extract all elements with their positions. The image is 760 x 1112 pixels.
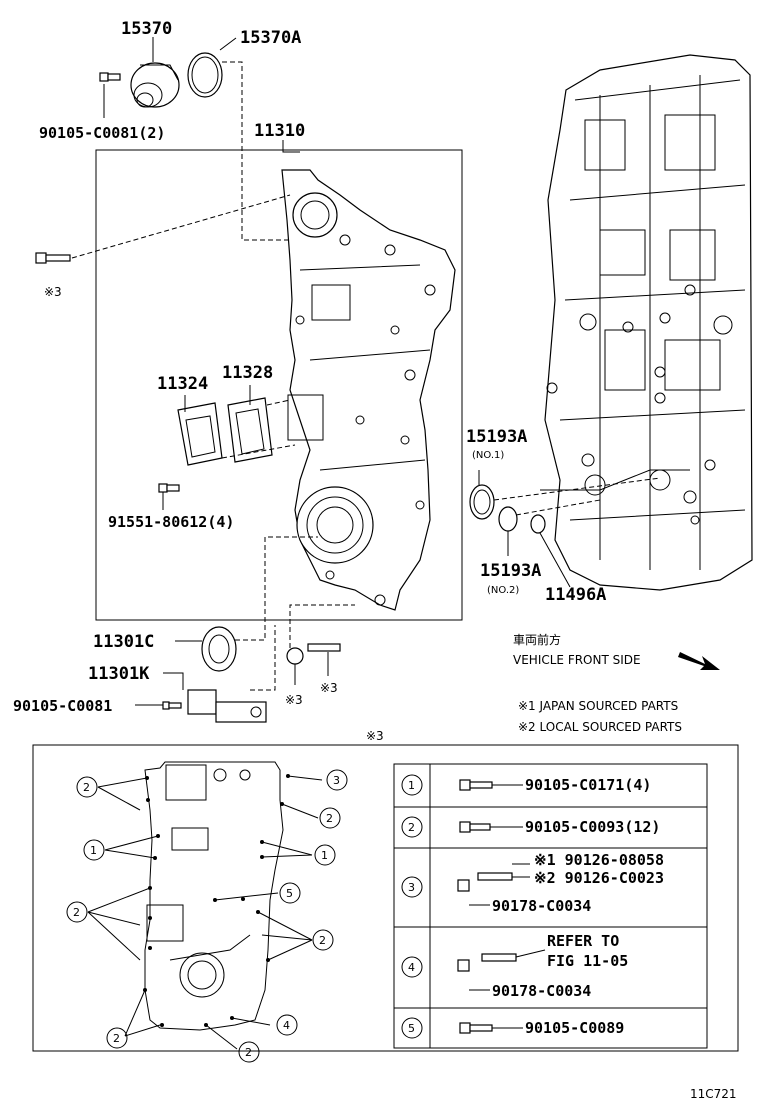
callout-number: 1 xyxy=(321,849,328,862)
table-part-number: FIG 11-05 xyxy=(547,952,628,970)
gasket-11324 xyxy=(177,402,223,466)
label-15370: 15370 xyxy=(121,19,172,39)
table-row-number: 3 xyxy=(408,881,415,894)
stud-note3 xyxy=(307,643,341,652)
label-no2: (NO.2) xyxy=(487,585,519,596)
callout-circle xyxy=(66,901,88,923)
nut-icon xyxy=(457,959,470,972)
table-part-number: 90105-C0093(12) xyxy=(525,818,660,836)
legend-local-sourced: ※2 LOCAL SOURCED PARTS xyxy=(518,720,682,734)
callout-circle xyxy=(314,844,336,866)
stud-icon xyxy=(477,872,513,881)
callout-circle xyxy=(106,1027,128,1049)
bolt-left-note3 xyxy=(35,252,71,264)
label-15193a-2: 15193A xyxy=(480,561,541,581)
table-row-number-circle xyxy=(401,956,423,978)
callout-circle xyxy=(279,882,301,904)
table-row-number-circle xyxy=(401,816,423,838)
table-row-number: 2 xyxy=(408,821,415,834)
label-11328: 11328 xyxy=(222,363,273,383)
bolt-90105-c0081 xyxy=(162,701,182,710)
table-row-number: 5 xyxy=(408,1022,415,1035)
table-part-number: 90105-C0089 xyxy=(525,1019,624,1037)
label-note3-nut: ※3 xyxy=(285,693,303,707)
nut-icon xyxy=(457,879,470,892)
table-row-number: 4 xyxy=(408,961,415,974)
table-row-number-circle xyxy=(401,774,423,796)
detail-cover-outline xyxy=(144,761,284,1031)
callout-circle xyxy=(326,769,348,791)
legend-japan-sourced: ※1 JAPAN SOURCED PARTS xyxy=(518,699,678,713)
nut-note3 xyxy=(286,647,304,665)
bolt-reference-table: 1 90105-C0171(4) 2 90105-C0093(12) 3 ※1 … xyxy=(393,763,708,1049)
bolt-icon xyxy=(459,1022,471,1034)
table-row-number: 1 xyxy=(408,779,415,792)
callout-number: 5 xyxy=(286,887,293,900)
label-11310: 11310 xyxy=(254,121,305,141)
table-part-number: 90105-C0171(4) xyxy=(525,776,651,794)
table-part-number: 90178-C0034 xyxy=(492,897,591,915)
callout-number: 3 xyxy=(333,774,340,787)
bolt-91551 xyxy=(158,483,180,493)
label-front-jp: 車両前方 xyxy=(513,632,561,647)
figure-code: 11C721 xyxy=(690,1087,737,1101)
o-ring-15370a xyxy=(187,52,223,98)
o-ring-15193a-no1 xyxy=(469,484,495,520)
sensor-11301k xyxy=(187,689,267,723)
label-note3-stud: ※3 xyxy=(320,681,338,695)
assembly-frame xyxy=(95,149,463,621)
label-11301k: 11301K xyxy=(88,664,150,684)
timing-chain-cover xyxy=(281,169,456,611)
table-part-number: 90178-C0034 xyxy=(492,982,591,1000)
callout-circle xyxy=(83,839,105,861)
callout-circle xyxy=(312,929,334,951)
callout-number: 2 xyxy=(245,1046,252,1059)
label-91551: 91551-80612(4) xyxy=(108,513,234,531)
callout-number: 2 xyxy=(326,812,333,825)
o-ring-11496a xyxy=(530,514,546,534)
label-11324: 11324 xyxy=(157,374,208,394)
vehicle-front-arrow-icon xyxy=(678,652,720,670)
label-front-en: VEHICLE FRONT SIDE xyxy=(513,653,641,667)
detail-frame xyxy=(32,744,739,1052)
callout-number: 2 xyxy=(83,781,90,794)
callout-number: 4 xyxy=(283,1019,290,1032)
stud-icon xyxy=(481,953,517,962)
engine-block-illustration xyxy=(540,54,753,591)
bolt-90105-c0081-top xyxy=(99,72,121,82)
detail-bolt-dots xyxy=(143,774,290,1027)
label-detail-mark: ※3 xyxy=(366,729,384,743)
callout-circle xyxy=(238,1041,260,1063)
plate-11328 xyxy=(227,397,273,463)
table-part-number: REFER TO xyxy=(547,932,619,950)
callout-number: 2 xyxy=(73,906,80,919)
bolt-icon xyxy=(459,821,471,833)
label-90105-c0081: 90105-C0081 xyxy=(13,697,112,715)
callout-number: 1 xyxy=(90,844,97,857)
label-11301c: 11301C xyxy=(93,632,154,652)
label-11496a: 11496A xyxy=(545,585,606,605)
table-row-number-circle xyxy=(401,1017,423,1039)
callout-circle xyxy=(276,1014,298,1036)
table-part-number: ※2 90126-C0023 xyxy=(534,869,664,887)
detail-callout-leaders xyxy=(87,775,323,1050)
water-pump-part xyxy=(130,62,180,108)
label-note3-left: ※3 xyxy=(44,285,62,299)
callout-number: 2 xyxy=(319,934,326,947)
label-no1: (NO.1) xyxy=(472,450,504,461)
callout-circle xyxy=(319,807,341,829)
label-90105-c0081-2: 90105-C0081(2) xyxy=(39,124,165,142)
o-ring-15193a-no2 xyxy=(498,506,518,532)
callout-number: 2 xyxy=(113,1032,120,1045)
callout-circle xyxy=(76,776,98,798)
label-15193a-1: 15193A xyxy=(466,427,527,447)
bolt-icon xyxy=(459,779,471,791)
table-row-number-circle xyxy=(401,876,423,898)
oil-seal-11301c xyxy=(201,626,237,672)
label-15370a: 15370A xyxy=(240,28,301,48)
table-part-number: ※1 90126-08058 xyxy=(534,851,664,869)
